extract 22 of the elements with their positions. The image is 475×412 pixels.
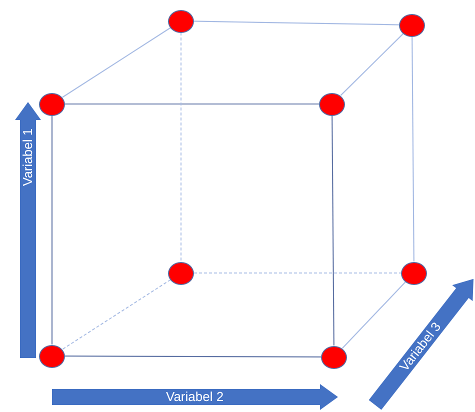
axis-label: Variabel 1 bbox=[20, 128, 36, 186]
vertex-dot bbox=[168, 262, 194, 284]
vertex-dot bbox=[399, 14, 425, 36]
cube-edge bbox=[180, 32, 182, 262]
vertex-dot bbox=[39, 344, 65, 368]
cube-edge bbox=[340, 33, 404, 96]
cube-edge bbox=[194, 20, 399, 26]
vertex-dot bbox=[321, 346, 347, 368]
cube-edge bbox=[65, 103, 319, 105]
vertex-dot bbox=[39, 92, 65, 116]
cube-edge bbox=[51, 116, 53, 344]
cube-edge bbox=[62, 279, 171, 350]
cube-edge bbox=[332, 116, 334, 346]
cube-edge bbox=[412, 36, 414, 262]
cube-edge bbox=[62, 27, 171, 98]
vertex-dot bbox=[319, 92, 345, 116]
cube-edge bbox=[65, 356, 321, 358]
vertex-dot bbox=[401, 262, 427, 284]
cube-edge bbox=[342, 281, 406, 349]
cube-edge bbox=[194, 272, 402, 274]
axis-label: Variabel 2 bbox=[166, 389, 224, 405]
vertex-dot bbox=[168, 10, 194, 32]
